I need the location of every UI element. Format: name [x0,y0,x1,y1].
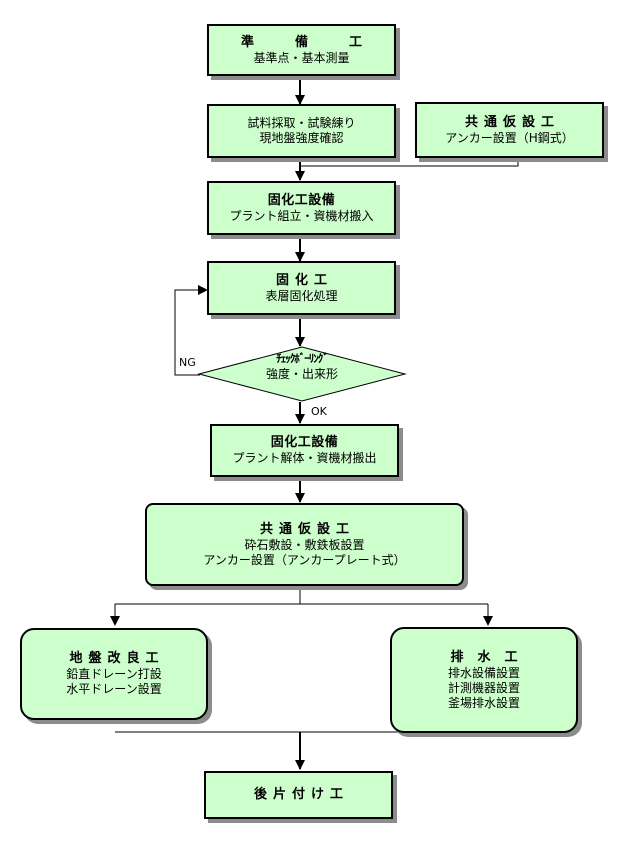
step-solidify: 固化工 表層固化処理 [207,261,396,315]
step-temp2: 共通仮設工 砕石敷設・敷鉄板設置 アンカー設置（アンカープレート式） [145,503,464,586]
step-test-line1: 試料採取・試験練り [247,116,356,130]
label-ok: OK [311,405,327,418]
step-plant-remove: 固化工設備 プラント解体・資機材搬出 [210,424,399,477]
step-drain-sub2: 計測機器設置 [447,680,520,695]
step-ground-sub2: 水平ドレーン設置 [66,682,162,696]
step-ground-title: 地盤改良工 [69,651,165,666]
step-cleanup-title: 後片付け工 [253,787,349,802]
step-plant-remove-sub: プラント解体・資機材搬出 [232,451,377,465]
step-plant-remove-title: 固化工設備 [270,435,339,450]
step-prep: 準 備 工 基準点・基本測量 [207,24,396,76]
step-temp1: 共通仮設工 アンカー設置（H鋼式） [415,102,604,158]
step-temp1-sub: アンカー設置（H鋼式） [445,130,574,145]
step-temp2-sub1: 砕石敷設・敷鉄板設置 [244,537,365,552]
step-ground: 地盤改良工 鉛直ドレーン打設 水平ドレーン設置 [20,628,208,720]
step-temp2-title: 共通仮設工 [259,521,355,537]
decision-check: ﾁｪｯｸﾎﾞｰﾘﾝｸﾞ 強度・出来形 [198,351,406,382]
step-plant-setup-sub: プラント組立・資機材搬入 [229,208,374,223]
step-solidify-sub: 表層固化処理 [265,288,338,303]
step-test-line2: 現地盤強度確認 [259,131,344,145]
decision-diamond [197,346,407,402]
decision-check-title: ﾁｪｯｸﾎﾞｰﾘﾝｸﾞ [276,352,329,365]
step-prep-title: 準 備 工 [240,34,376,50]
step-solidify-title: 固化工 [275,272,333,288]
step-ground-sub1: 鉛直ドレーン打設 [66,667,162,681]
decision-check-sub: 強度・出来形 [265,367,338,381]
step-drain-sub3: 釜場排水設置 [447,695,520,710]
step-plant-setup: 固化工設備 プラント組立・資機材搬入 [207,181,396,235]
step-drain-title: 排水工 [450,649,532,665]
label-ng: NG [179,356,196,369]
connector-temp1 [300,158,519,167]
step-drain-sub1: 排水設備設置 [447,665,520,680]
step-plant-setup-title: 固化工設備 [267,192,336,208]
step-drain: 排水工 排水設備設置 計測機器設置 釜場排水設置 [390,627,578,733]
step-cleanup: 後片付け工 [204,771,393,819]
step-temp1-title: 共通仮設工 [464,114,560,130]
ng-loop-line [174,285,208,376]
step-test: 試料採取・試験練り 現地盤強度確認 [207,104,396,158]
step-prep-sub: 基準点・基本測量 [253,50,350,65]
step-temp2-sub2: アンカー設置（アンカープレート式） [203,552,406,567]
